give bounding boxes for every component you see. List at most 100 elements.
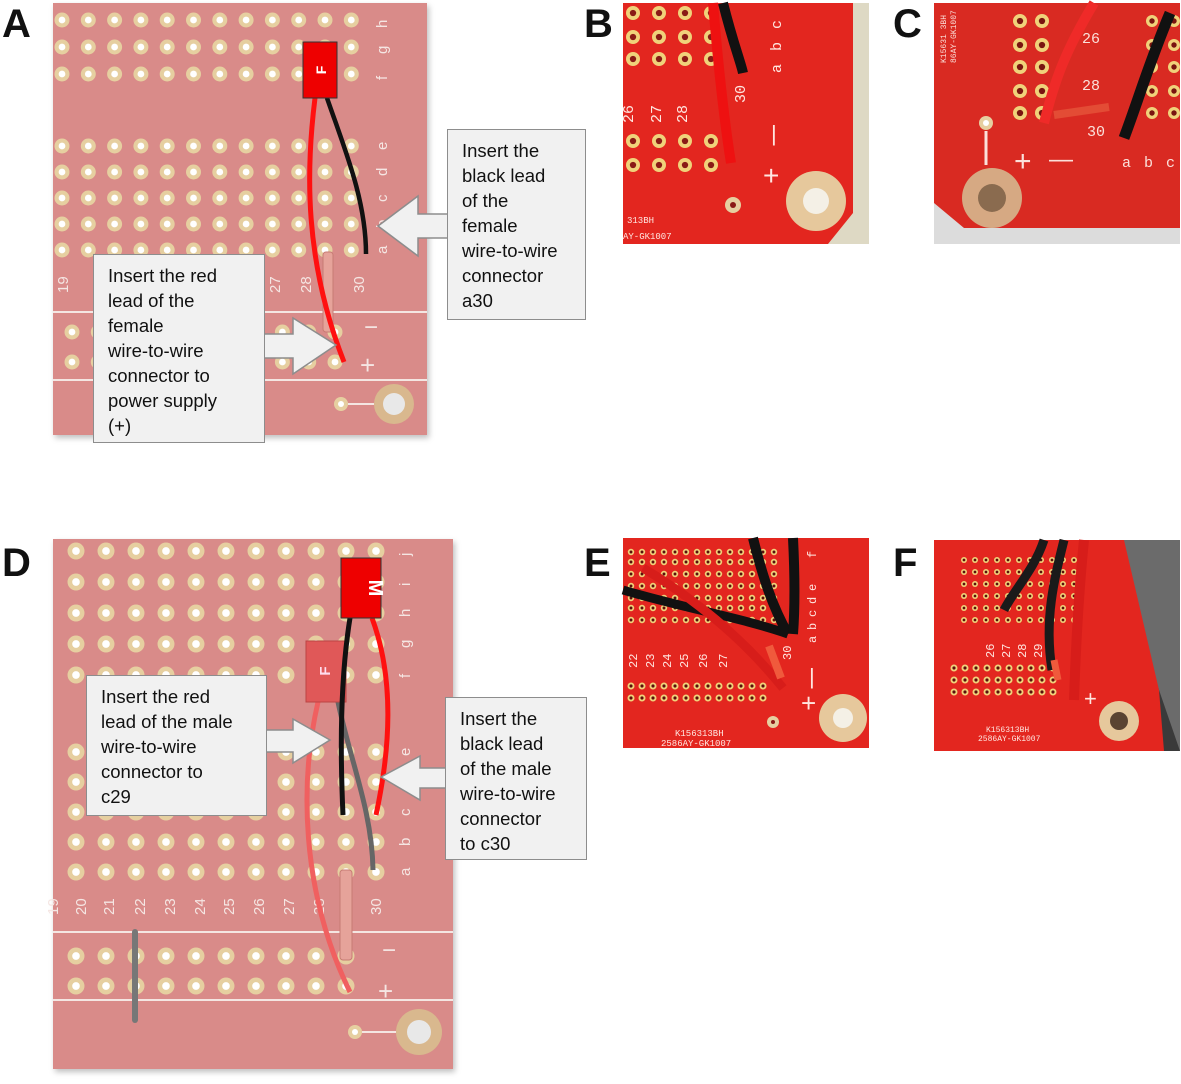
solder-pad-hole: [312, 808, 320, 816]
solder-pad-hole: [640, 684, 644, 688]
solder-pad-hole: [996, 690, 1000, 694]
solder-pad-hole: [282, 982, 290, 990]
solder-pad-hole: [1016, 109, 1024, 117]
solder-pad-hole: [995, 618, 999, 622]
solder-pad-hole: [252, 838, 260, 846]
callout-line: c29: [101, 786, 131, 807]
callout-line: female: [108, 315, 164, 336]
solder-pad-hole: [1017, 594, 1021, 598]
solder-pad-hole: [673, 572, 677, 576]
callout-line: wire-to-wire: [101, 736, 197, 757]
solder-pad-hole: [1006, 582, 1010, 586]
solder-pad-hole: [102, 838, 110, 846]
col-label-b-30: 30: [733, 85, 750, 103]
solder-pad-hole: [695, 696, 699, 700]
solder-pad-hole: [750, 606, 754, 610]
row-label-d-h: h: [397, 609, 414, 617]
solder-pad-hole: [640, 696, 644, 700]
row-label-a: a: [374, 245, 391, 254]
solder-pad-hole: [58, 70, 66, 78]
callout-red-lead-a: Insert the red lead of the female wire-t…: [93, 254, 265, 443]
solder-pad-hole: [1038, 41, 1046, 49]
col-label-e-26: 26: [697, 654, 711, 668]
solder-pad-hole: [72, 838, 80, 846]
solder-pad-hole: [192, 578, 200, 586]
solder-pad-hole: [761, 618, 765, 622]
solder-pad-hole: [717, 606, 721, 610]
panel-letter-c: C: [893, 2, 922, 46]
solder-pad-hole: [72, 578, 80, 586]
solder-pad-hole: [684, 618, 688, 622]
solder-pad-hole: [242, 70, 250, 78]
callout-black-lead-a: Insert the black lead of the female wire…: [447, 129, 586, 320]
col-label-e-22: 22: [627, 654, 641, 668]
col-label-e-24: 24: [661, 654, 675, 668]
callout-line: (+): [108, 415, 132, 436]
solder-pad-hole: [962, 594, 966, 598]
solder-pad-hole: [282, 671, 290, 679]
solder-pad-hole: [72, 982, 80, 990]
solder-pad-hole: [192, 609, 200, 617]
row-label-g: g: [374, 46, 391, 54]
solder-pad-hole: [222, 838, 230, 846]
solder-pad-hole: [1017, 606, 1021, 610]
row-label-c-c: c: [1166, 155, 1175, 172]
solder-pad-hole: [1149, 88, 1155, 94]
solder-pad-hole: [102, 609, 110, 617]
solder-pad-hole: [1039, 582, 1043, 586]
solder-pad-hole: [111, 43, 118, 51]
solder-pad-hole: [695, 560, 699, 564]
solder-pad-hole: [347, 194, 355, 202]
solder-pad-hole: [681, 55, 689, 63]
solder-pad-hole: [995, 606, 999, 610]
solder-pad-hole: [673, 696, 677, 700]
solder-pad-hole: [739, 684, 743, 688]
solder-pad-hole: [684, 560, 688, 564]
solder-pad-hole: [662, 696, 666, 700]
callout-line: wire-to-wire: [460, 783, 556, 804]
solder-pad-hole: [137, 16, 145, 24]
solder-pad-hole: [162, 578, 170, 586]
plus-sign-d: +: [378, 976, 393, 1006]
col-label-e-27: 27: [717, 654, 731, 668]
callout-line: wire-to-wire: [462, 240, 558, 261]
solder-pad-hole: [137, 246, 145, 254]
minus-sign-d: −: [382, 937, 396, 964]
row-label-e: e: [374, 142, 391, 150]
solder-pad-hole: [242, 194, 250, 202]
solder-pad-hole: [1072, 582, 1076, 586]
solder-pad-hole: [132, 547, 140, 555]
solder-pad-hole: [629, 161, 637, 169]
solder-pad-hole: [216, 246, 224, 254]
solder-pad-hole: [111, 194, 118, 202]
solder-pad-hole: [190, 220, 197, 228]
solder-pad-hole: [1006, 570, 1010, 574]
row-label-b-c: c: [769, 20, 786, 29]
solder-pad-hole: [222, 609, 230, 617]
svg-text:+: +: [1084, 686, 1097, 711]
solder-pad-hole: [190, 246, 197, 254]
row-label-h: h: [374, 20, 391, 28]
solder-pad-hole: [651, 550, 655, 554]
solder-pad-hole: [962, 570, 966, 574]
solder-pad-hole: [1061, 618, 1065, 622]
solder-pad-hole: [163, 142, 171, 150]
solder-pad-hole: [985, 678, 989, 682]
row-label-d-j: j: [397, 553, 414, 557]
solder-pad-hole: [1072, 570, 1076, 574]
solder-pad-hole: [717, 684, 721, 688]
board-text-c1: K15631 3BH: [940, 15, 949, 63]
solder-pad-hole: [242, 142, 250, 150]
solder-pad-hole: [761, 696, 765, 700]
solder-pad-hole: [651, 696, 655, 700]
solder-pad-hole: [1040, 666, 1044, 670]
solder-pad-hole: [295, 70, 303, 78]
callout-line: Insert the red: [108, 265, 218, 286]
solder-pad-hole: [72, 868, 80, 876]
solder-pad-hole: [629, 584, 633, 588]
solder-pad-hole: [761, 550, 765, 554]
solder-pad-hole: [717, 596, 721, 600]
solder-pad-hole: [68, 358, 76, 366]
solder-pad-hole: [728, 550, 732, 554]
callout-black-lead-d: Insert the black lead of the male wire-t…: [445, 697, 587, 860]
